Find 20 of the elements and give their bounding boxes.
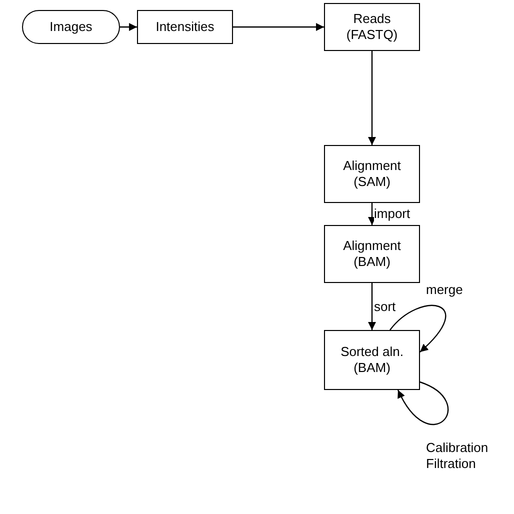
- process-box: [324, 145, 420, 203]
- node-text: Reads (FASTQ): [345, 11, 399, 43]
- node-text: Alignment (SAM): [342, 158, 402, 190]
- process-box: [324, 330, 420, 390]
- node-text: Sorted aln. (BAM): [340, 344, 404, 376]
- arrow: [397, 381, 449, 425]
- node-text: Intensities: [156, 19, 214, 35]
- node-text: Alignment (BAM): [342, 238, 402, 270]
- arrow: [368, 283, 376, 330]
- terminal-box: [22, 10, 120, 44]
- arrow: [368, 203, 376, 225]
- arrow: [368, 51, 376, 145]
- process-box: [324, 225, 420, 283]
- arrow: [120, 23, 137, 31]
- process-box: [324, 3, 420, 51]
- arrow: [390, 304, 446, 352]
- process-box: [137, 10, 233, 44]
- node-text: Images: [50, 19, 92, 35]
- arrow: [233, 23, 324, 31]
- edge-label: import: [374, 206, 410, 222]
